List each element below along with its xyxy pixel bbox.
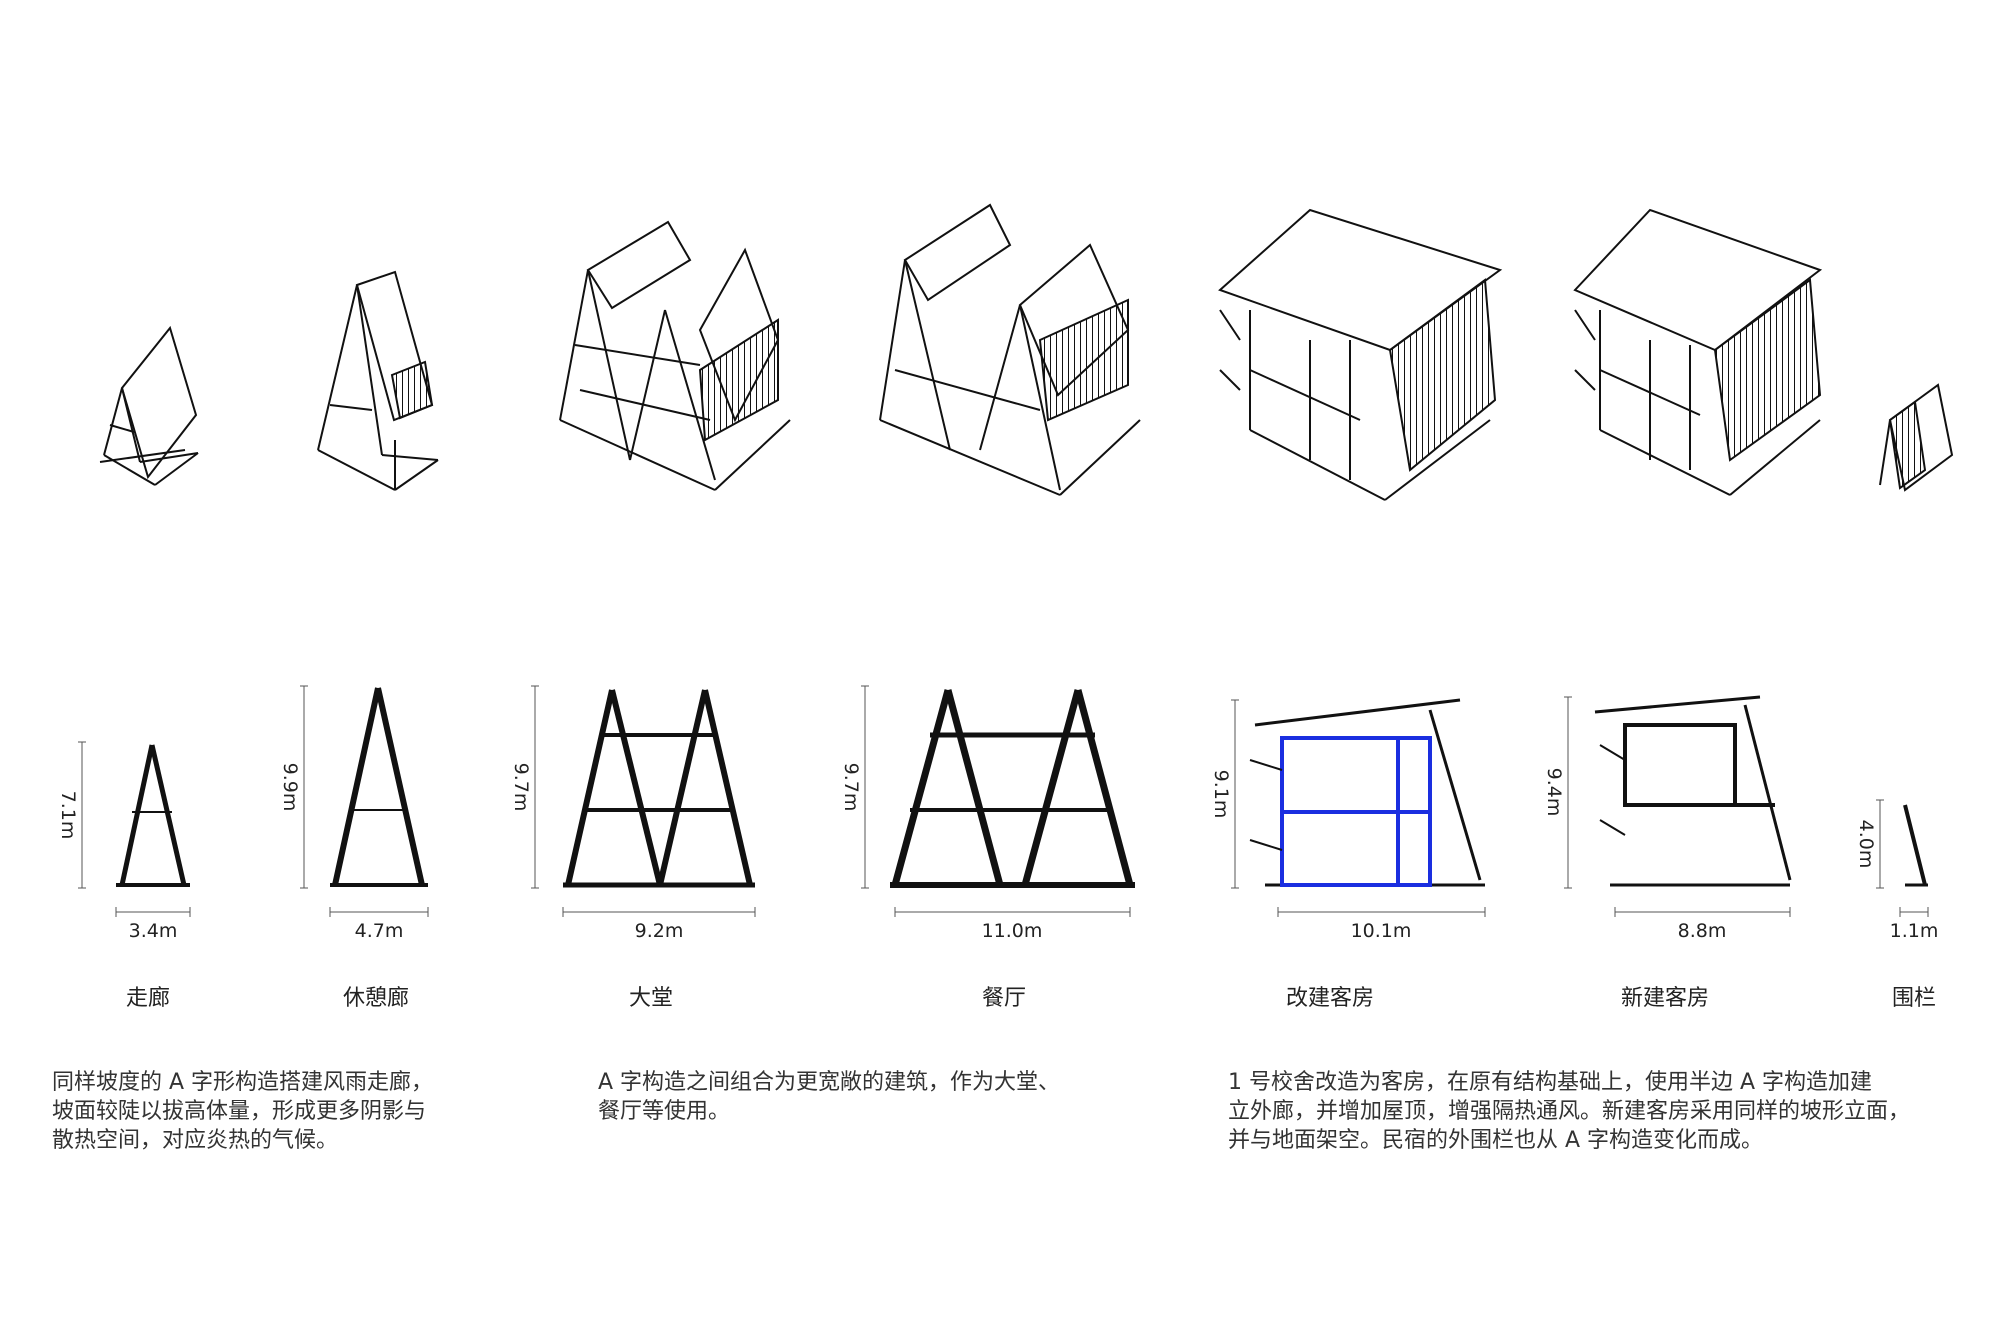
axo-restaurant <box>879 203 1141 496</box>
name-renovated-room: 改建客房 <box>1286 986 1374 1011</box>
name-new-room: 新建客房 <box>1621 986 1709 1011</box>
width-label-lobby: 9.2m <box>635 920 684 942</box>
caption-lobby-restaurant: A 字构造之间组合为更宽敞的建筑，作为大堂、 餐厅等使用。 <box>598 1070 1061 1124</box>
width-label-restaurant: 11.0m <box>982 920 1043 942</box>
height-label-corridor: 7.1m <box>57 791 79 840</box>
width-label-fence: 1.1m <box>1890 920 1939 942</box>
section-rest-corridor <box>330 687 428 887</box>
section-lobby <box>563 689 755 888</box>
name-rest-corridor: 休憩廊 <box>343 986 409 1011</box>
section-renovated-room <box>1249 698 1485 887</box>
name-fence: 围栏 <box>1892 986 1936 1011</box>
name-corridor: 走廊 <box>126 986 170 1011</box>
axo-corridor <box>99 325 199 486</box>
axo-lobby <box>559 220 791 491</box>
width-label-rest-corridor: 4.7m <box>355 920 404 942</box>
section-fence <box>1903 804 1928 887</box>
axo-new-room <box>1573 208 1823 496</box>
width-label-corridor: 3.4m <box>129 920 178 942</box>
height-label-fence: 4.0m <box>1855 820 1877 869</box>
width-label-renovated-room: 10.1m <box>1351 920 1412 942</box>
section-new-room <box>1594 695 1792 887</box>
height-label-rest-corridor: 9.9m <box>279 763 301 812</box>
axo-fence <box>1879 383 1954 492</box>
height-label-renovated-room: 9.1m <box>1210 770 1232 819</box>
name-lobby: 大堂 <box>629 986 673 1011</box>
caption-corridor: 同样坡度的 A 字形构造搭建风雨走廊， 坡面较陡以拔高体量，形成更多阴影与 散热… <box>52 1070 434 1153</box>
caption-guest-rooms-fence: 1 号校舍改造为客房，在原有结构基础上，使用半边 A 字构造加建 立外廊，并增加… <box>1228 1070 1911 1153</box>
height-label-lobby: 9.7m <box>510 763 532 812</box>
section-corridor <box>116 744 190 887</box>
section-restaurant <box>890 689 1135 888</box>
axo-renovated-room <box>1218 208 1503 501</box>
width-label-new-room: 8.8m <box>1678 920 1727 942</box>
axo-rest-corridor <box>317 270 439 491</box>
height-label-new-room: 9.4m <box>1543 768 1565 817</box>
name-restaurant: 餐厅 <box>982 986 1026 1011</box>
height-label-restaurant: 9.7m <box>840 763 862 812</box>
